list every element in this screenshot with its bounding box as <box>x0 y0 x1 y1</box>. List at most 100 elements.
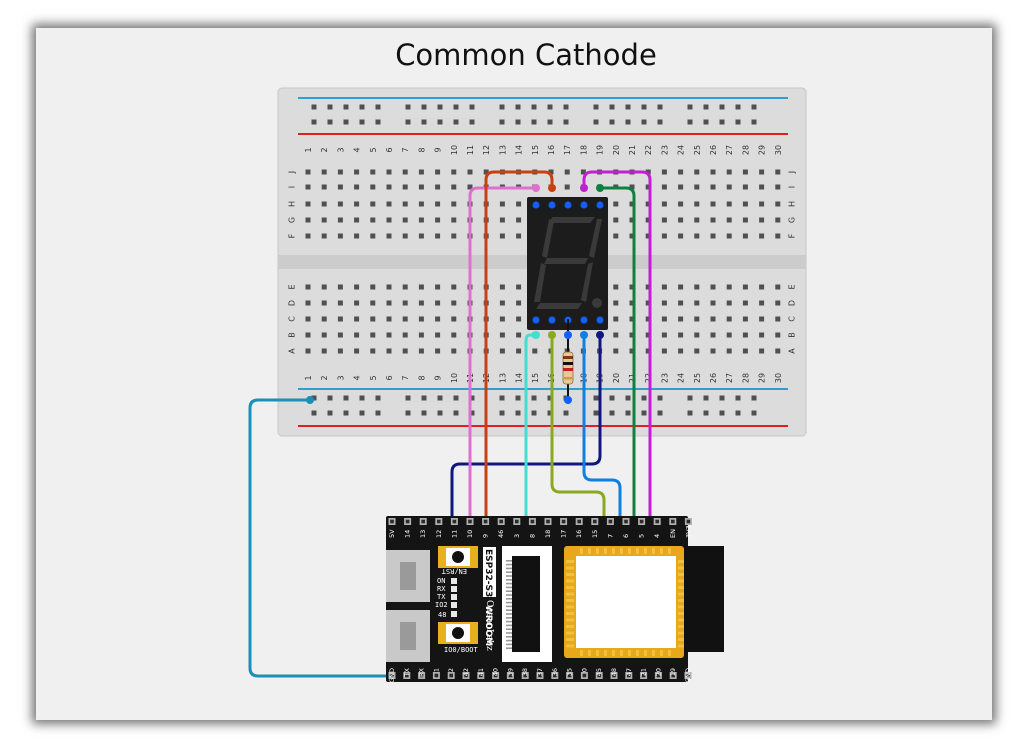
column-number: 10 <box>450 373 459 383</box>
column-number: 6 <box>385 375 394 380</box>
breadboard-hole <box>613 348 619 354</box>
breadboard-hole <box>370 332 376 338</box>
bottom-pin-label: TX <box>403 667 411 677</box>
esp32-antenna-area <box>684 546 724 652</box>
column-number: 3 <box>336 147 345 152</box>
breadboard-hole <box>354 217 360 223</box>
breadboard-hole <box>516 233 522 239</box>
breadboard-hole <box>402 233 408 239</box>
maker-name: OceanLabz <box>484 600 494 651</box>
module-pad <box>678 560 684 563</box>
breadboard-hole <box>775 233 781 239</box>
breadboard-hole <box>354 184 360 190</box>
breadboard-hole <box>759 332 765 338</box>
breadboard-hole <box>775 184 781 190</box>
rail-hole <box>453 395 459 401</box>
breadboard-hole <box>402 284 408 290</box>
breadboard-hole <box>337 169 343 175</box>
breadboard-hole <box>386 233 392 239</box>
module-pad <box>566 599 574 602</box>
column-number: 17 <box>563 145 572 155</box>
bottom-pin-label: 47 <box>625 668 633 676</box>
breadboard-hole <box>370 169 376 175</box>
wire-pin-10 <box>468 186 538 524</box>
ribbon-pin <box>506 605 512 608</box>
wire-pin-4-end <box>580 184 588 192</box>
breadboard-hole <box>499 316 505 322</box>
column-number: 15 <box>531 145 540 155</box>
column-number: 24 <box>677 373 686 383</box>
breadboard-hole <box>613 316 619 322</box>
breadboard-hole <box>629 316 635 322</box>
column-number: 30 <box>774 145 783 155</box>
bottom-pin-label: RX <box>418 667 426 677</box>
ribbon-pin <box>506 571 512 573</box>
breadboard-hole <box>305 184 311 190</box>
rail-hole <box>469 395 475 401</box>
breadboard-hole <box>694 233 700 239</box>
breadboard-hole <box>337 332 343 338</box>
silk-io2: IO2 <box>435 601 448 609</box>
module-pad <box>668 650 671 656</box>
breadboard-hole <box>418 169 424 175</box>
column-number: 5 <box>369 147 378 152</box>
en-rst-button-cap <box>452 551 464 563</box>
boot-button-cap <box>452 627 464 639</box>
column-number: 3 <box>336 375 345 380</box>
module-pad <box>620 548 623 554</box>
bottom-pin-label: 38 <box>521 668 529 676</box>
esp32-board: EN/RST ON RX TX IO2 48 IO0/BOOT ESP32-S3… <box>386 516 724 683</box>
breadboard-hole <box>710 217 716 223</box>
row-letter: I <box>288 186 297 188</box>
module-pad <box>604 650 607 656</box>
header-pin-hole <box>390 519 394 524</box>
module-pad <box>566 631 574 635</box>
breadboard-hole <box>483 169 489 175</box>
rail-hole <box>327 104 333 110</box>
wire-cathode-start <box>564 331 572 339</box>
row-letter: D <box>788 300 797 306</box>
column-number: 16 <box>547 145 556 155</box>
rail-hole <box>687 395 693 401</box>
rail-hole <box>515 395 521 401</box>
ribbon-pin <box>506 575 512 577</box>
bottom-pin-label: 40 <box>492 668 500 676</box>
breadboard-hole <box>418 233 424 239</box>
row-letter: J <box>288 171 297 174</box>
breadboard-hole <box>742 284 748 290</box>
module-pad <box>580 548 583 554</box>
module-pad <box>628 650 631 656</box>
rail-hole <box>641 119 647 125</box>
breadboard-hole <box>435 184 441 190</box>
rail-hole <box>327 119 333 125</box>
rail-hole <box>421 119 427 125</box>
rail-hole <box>453 104 459 110</box>
rail-hole <box>405 395 411 401</box>
breadboard-hole <box>418 300 424 306</box>
rail-hole <box>735 104 741 110</box>
breadboard-hole <box>629 201 635 207</box>
top-pin-label: 3V3 <box>684 525 692 538</box>
header-pin-hole <box>468 519 472 524</box>
header-pin-hole <box>567 673 572 678</box>
column-number: 20 <box>612 373 621 383</box>
breadboard-hole <box>370 316 376 322</box>
row-letter: J <box>788 171 797 174</box>
rail-hole <box>657 410 663 416</box>
rail-hole <box>751 104 757 110</box>
rail-hole <box>563 104 569 110</box>
header-pin-hole <box>624 519 628 524</box>
rail-hole <box>375 395 381 401</box>
wire-pin-4 <box>582 170 652 524</box>
rail-hole <box>311 395 317 401</box>
module-pad <box>596 650 599 656</box>
rail-hole <box>531 104 537 110</box>
display-pin <box>580 316 588 324</box>
segment-c <box>581 262 593 302</box>
module-pad <box>566 592 574 596</box>
wire-pin-5-end <box>596 184 604 192</box>
ribbon-pin <box>506 609 512 611</box>
breadboard-hole <box>402 169 408 175</box>
wire-pin-6-start <box>580 331 588 339</box>
row-letter: C <box>288 316 297 322</box>
